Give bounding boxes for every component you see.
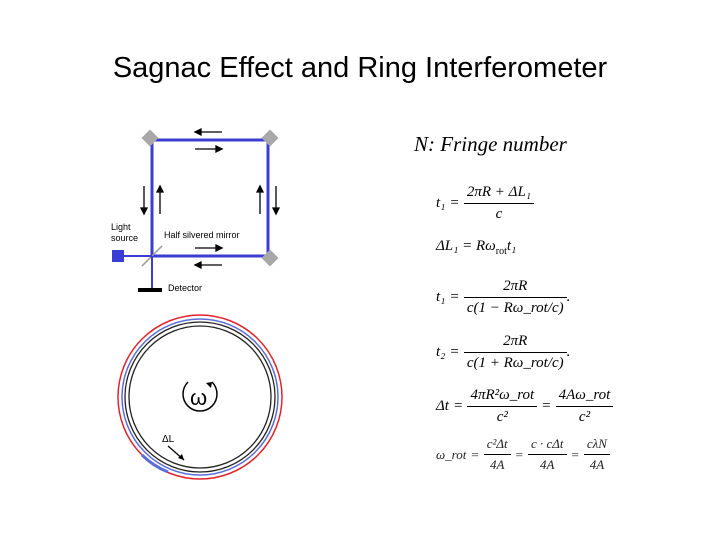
ring-inner-blue [121, 318, 279, 476]
omega-symbol: ω [190, 385, 207, 410]
light-source-box [112, 250, 124, 262]
mirror-bottom-right [261, 249, 279, 267]
mirror-top-left [141, 129, 159, 147]
rotation-arrow [182, 381, 218, 412]
ring-black-2 [128, 325, 272, 469]
ring-black-1 [124, 321, 276, 473]
equation-delta-l1: ΔL₁ = Rωrott₁ [436, 238, 517, 257]
ring-outer-red [117, 314, 283, 480]
delta-l-arc [140, 453, 169, 474]
delta-l-arrow-head [178, 454, 184, 460]
mirror-top-right [261, 129, 279, 147]
detector-bar [138, 288, 162, 292]
delta-l-label: ΔL [162, 434, 175, 445]
light-source-label-2: source [111, 233, 138, 243]
sagnac-diagram: Light source Half silvered mirror Detect… [111, 127, 283, 480]
page-title: Sagnac Effect and Ring Interferometer [112, 52, 608, 84]
detector-label: Detector [168, 283, 202, 293]
mirror-label: Half silvered mirror [164, 230, 240, 240]
arrows [139, 127, 281, 270]
light-source-label-1: Light [111, 222, 131, 232]
rotation-arrow-head [206, 382, 212, 388]
fringe-number-label: N: Fringe number [414, 132, 567, 156]
square-light-path [150, 138, 270, 258]
